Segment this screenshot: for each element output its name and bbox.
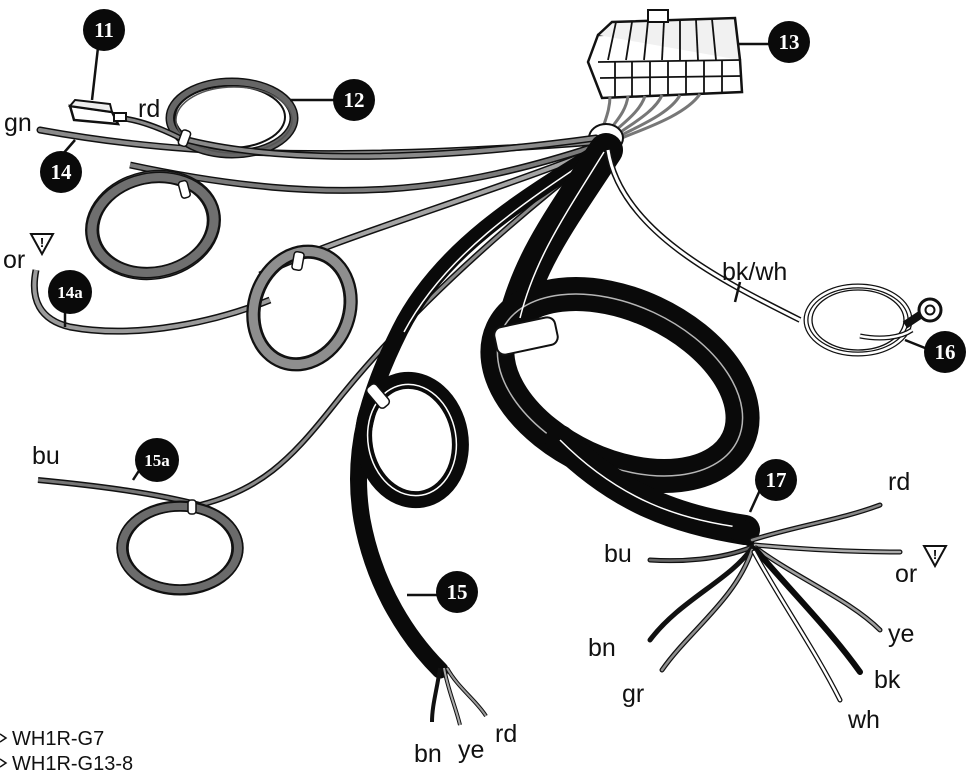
- label-rd-bottom: rd: [495, 720, 517, 748]
- callout-13: 13: [768, 21, 810, 63]
- coil-14a: [30, 146, 600, 372]
- label-or-left: or: [3, 246, 25, 274]
- harness-connector: [586, 9, 744, 153]
- label-bk: bk: [874, 666, 901, 694]
- cable-17: [480, 133, 760, 548]
- coil-12: [117, 77, 600, 160]
- svg-text:16: 16: [935, 340, 956, 364]
- callout-12: 12: [333, 79, 375, 121]
- callout-15: 15: [436, 571, 478, 613]
- cable-15: [349, 141, 611, 726]
- svg-text:14a: 14a: [57, 283, 83, 302]
- svg-text:WH1R-G13-8: WH1R-G13-8: [12, 753, 133, 771]
- label-rd-top: rd: [138, 95, 160, 123]
- svg-text:15a: 15a: [144, 451, 170, 470]
- callout-15a: 15a: [135, 438, 179, 482]
- label-rd-right: rd: [888, 468, 910, 496]
- svg-text:!: !: [40, 235, 44, 250]
- callout-17: 17: [755, 459, 797, 501]
- label-or-right: or: [895, 560, 917, 588]
- footnote-2: WH1R-G13-8: [0, 753, 133, 771]
- coil-14: [85, 142, 598, 281]
- fanout-17: [647, 502, 903, 703]
- svg-text:11: 11: [94, 18, 114, 42]
- svg-text:!: !: [933, 547, 937, 562]
- callout-14: 14: [40, 151, 82, 193]
- svg-text:13: 13: [779, 30, 800, 54]
- label-wh: wh: [847, 706, 880, 734]
- svg-text:15: 15: [447, 580, 468, 604]
- svg-text:12: 12: [344, 88, 365, 112]
- label-bn-bottom: bn: [414, 740, 442, 768]
- svg-text:WH1R-G7: WH1R-G7: [12, 728, 104, 750]
- label-bu-left: bu: [32, 442, 60, 470]
- warning-left: !: [30, 233, 54, 255]
- callout-16: 16: [924, 331, 966, 373]
- label-gn: gn: [4, 109, 32, 137]
- label-ye-bottom: ye: [458, 736, 484, 764]
- wire-16: [605, 149, 943, 357]
- callout-14a: 14a: [48, 270, 92, 314]
- label-gr: gr: [622, 680, 644, 708]
- coil-15a: [37, 149, 602, 596]
- warning-right: !: [923, 545, 947, 567]
- svg-text:17: 17: [766, 468, 787, 492]
- label-bn-right: bn: [588, 634, 616, 662]
- flat-terminal: [68, 98, 127, 126]
- footnote-1: WH1R-G7: [0, 728, 104, 750]
- label-bu-right: bu: [604, 540, 632, 568]
- callout-11: 11: [83, 9, 125, 51]
- label-bk-wh: bk/wh: [722, 258, 787, 286]
- svg-text:14: 14: [51, 160, 73, 184]
- label-ye-right: ye: [888, 620, 914, 648]
